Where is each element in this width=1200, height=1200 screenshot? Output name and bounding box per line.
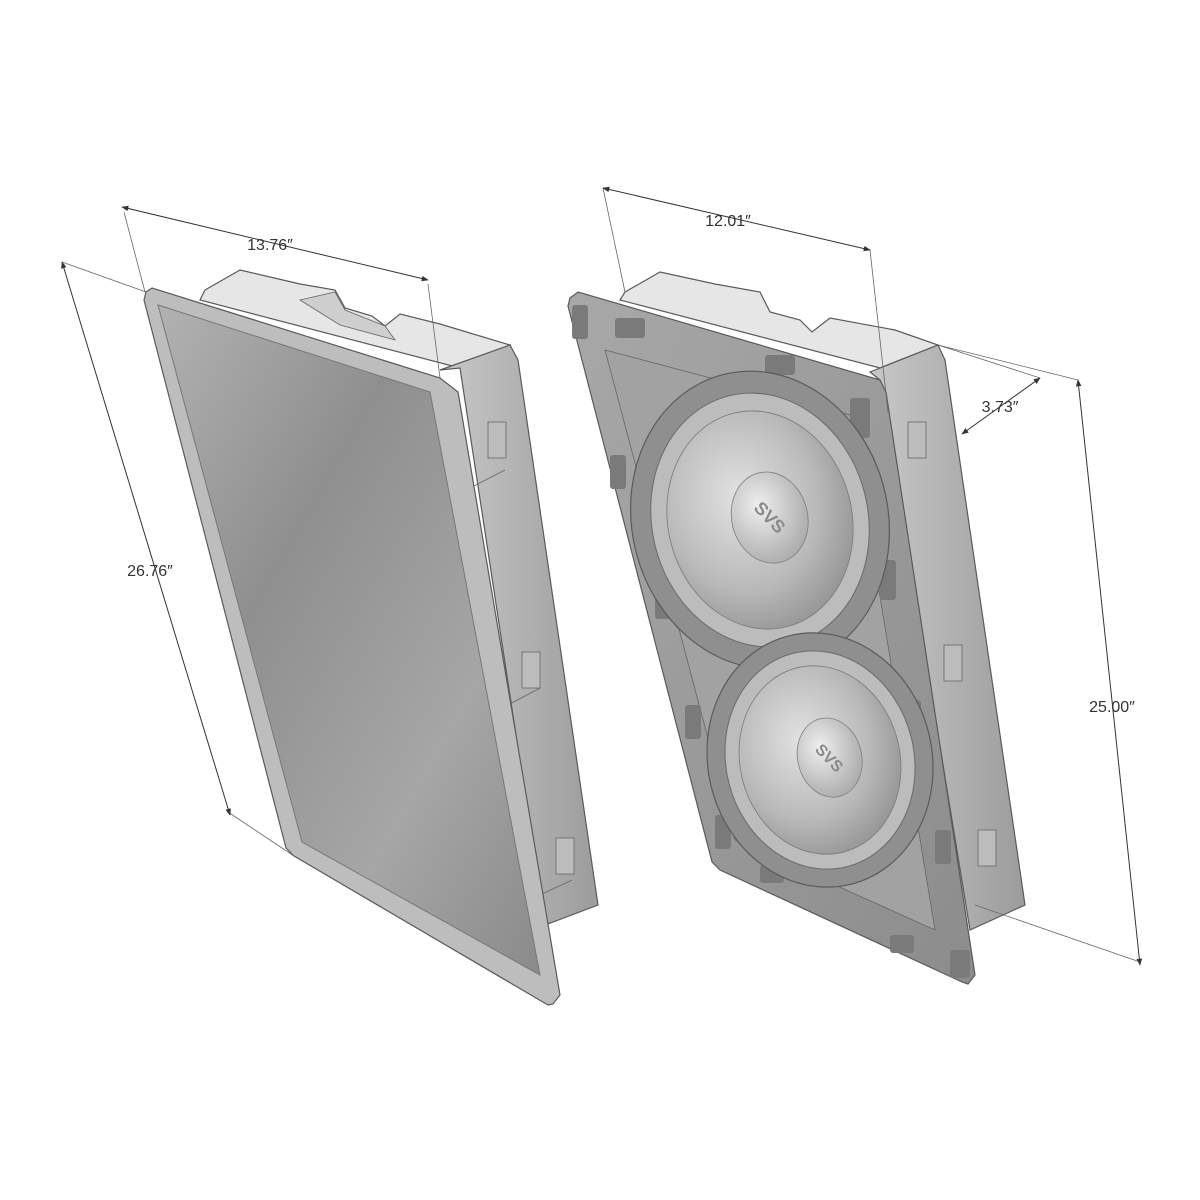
upper-woofer-dustcap <box>730 471 809 564</box>
back-box-side <box>439 344 599 926</box>
frame-width-extension-left <box>602 187 626 293</box>
grille-height-dimension-line <box>61 261 231 816</box>
grille-height-extension-bottom <box>227 811 295 857</box>
frame-height-extension-bottom <box>974 904 1141 963</box>
grille-speaker <box>143 269 599 1006</box>
depth-dimension-line <box>961 377 1041 435</box>
grille-height-extension-top <box>61 261 147 293</box>
frame-height-dimension-line <box>1075 379 1143 966</box>
frame-height-label: 25.00″ <box>1089 699 1135 716</box>
frame-height-extension-top <box>937 344 1079 381</box>
frame-width-label: 12.01″ <box>705 213 751 230</box>
upper-woofer: SVS <box>630 370 890 670</box>
back-box-notch <box>298 291 396 341</box>
mounting-clamps <box>469 421 575 896</box>
grille-width-extension-right <box>427 283 441 379</box>
frame-mounting-clamps <box>907 421 997 867</box>
depth-label: 3.73″ <box>982 399 1019 416</box>
grille-width-extension-left <box>123 211 146 293</box>
grille-height-label: 26.76″ <box>127 563 173 580</box>
frame-width-dimension-line <box>602 186 871 252</box>
depth-extension <box>937 344 1041 379</box>
frame-speaker: SVS SVS <box>567 271 1026 985</box>
grille-width-label: 13.76″ <box>247 237 293 254</box>
dimension-annotations: 13.76″ 26.76″ 12.01″ 3.73″ 25.00″ <box>61 186 1143 966</box>
lower-woofer: SVS <box>706 632 934 888</box>
lower-woofer-dustcap <box>796 717 863 798</box>
frame-width-extension-right <box>869 249 889 413</box>
grille-width-dimension-line <box>121 205 429 282</box>
grille-face <box>157 304 541 976</box>
